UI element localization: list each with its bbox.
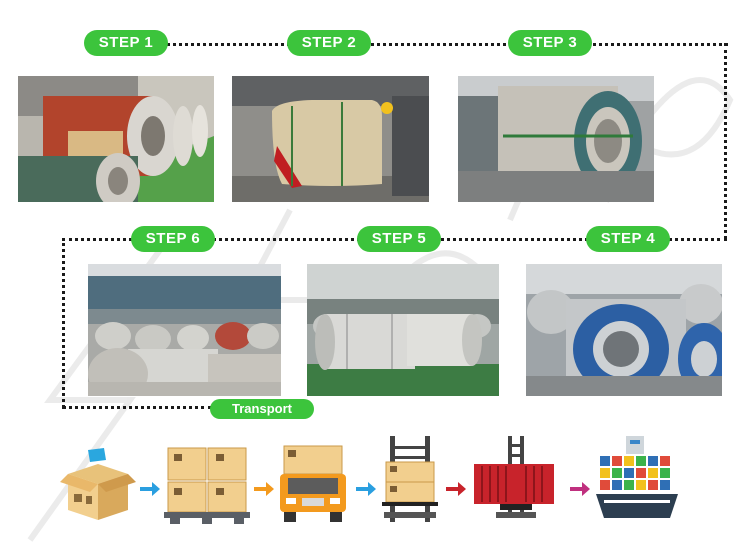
- arrow-right-icon: [356, 482, 376, 496]
- step-4-photo: [526, 264, 722, 396]
- cargo-ship-icon: [596, 436, 678, 518]
- transport-label: Transport: [210, 399, 314, 419]
- step-3-pill: STEP 3: [508, 30, 592, 56]
- delivery-truck-icon: [280, 445, 346, 522]
- step-4-pill: STEP 4: [586, 226, 670, 252]
- connector-top: [160, 43, 728, 46]
- forklift-boxes-icon: [382, 436, 438, 522]
- arrow-right-icon: [140, 482, 160, 496]
- sealed-carton-icon: [60, 448, 136, 520]
- pallet-boxes-icon: [164, 447, 250, 524]
- step-5-photo: [307, 264, 499, 396]
- step-6-pill: STEP 6: [131, 226, 215, 252]
- arrow-right-icon: [446, 482, 466, 496]
- connector-right: [724, 43, 727, 239]
- step-1-pill: STEP 1: [84, 30, 168, 56]
- step-2-photo: [232, 76, 429, 202]
- arrow-right-icon: [570, 482, 590, 496]
- step-1-photo: [18, 76, 214, 202]
- step-6-photo: [88, 264, 281, 396]
- step-5-pill: STEP 5: [357, 226, 441, 252]
- container-forklift-icon: [474, 436, 554, 518]
- arrow-right-icon: [254, 482, 274, 496]
- step-2-pill: STEP 2: [287, 30, 371, 56]
- connector-left: [62, 238, 65, 408]
- connector-bottom: [62, 406, 212, 409]
- step-3-photo: [458, 76, 654, 202]
